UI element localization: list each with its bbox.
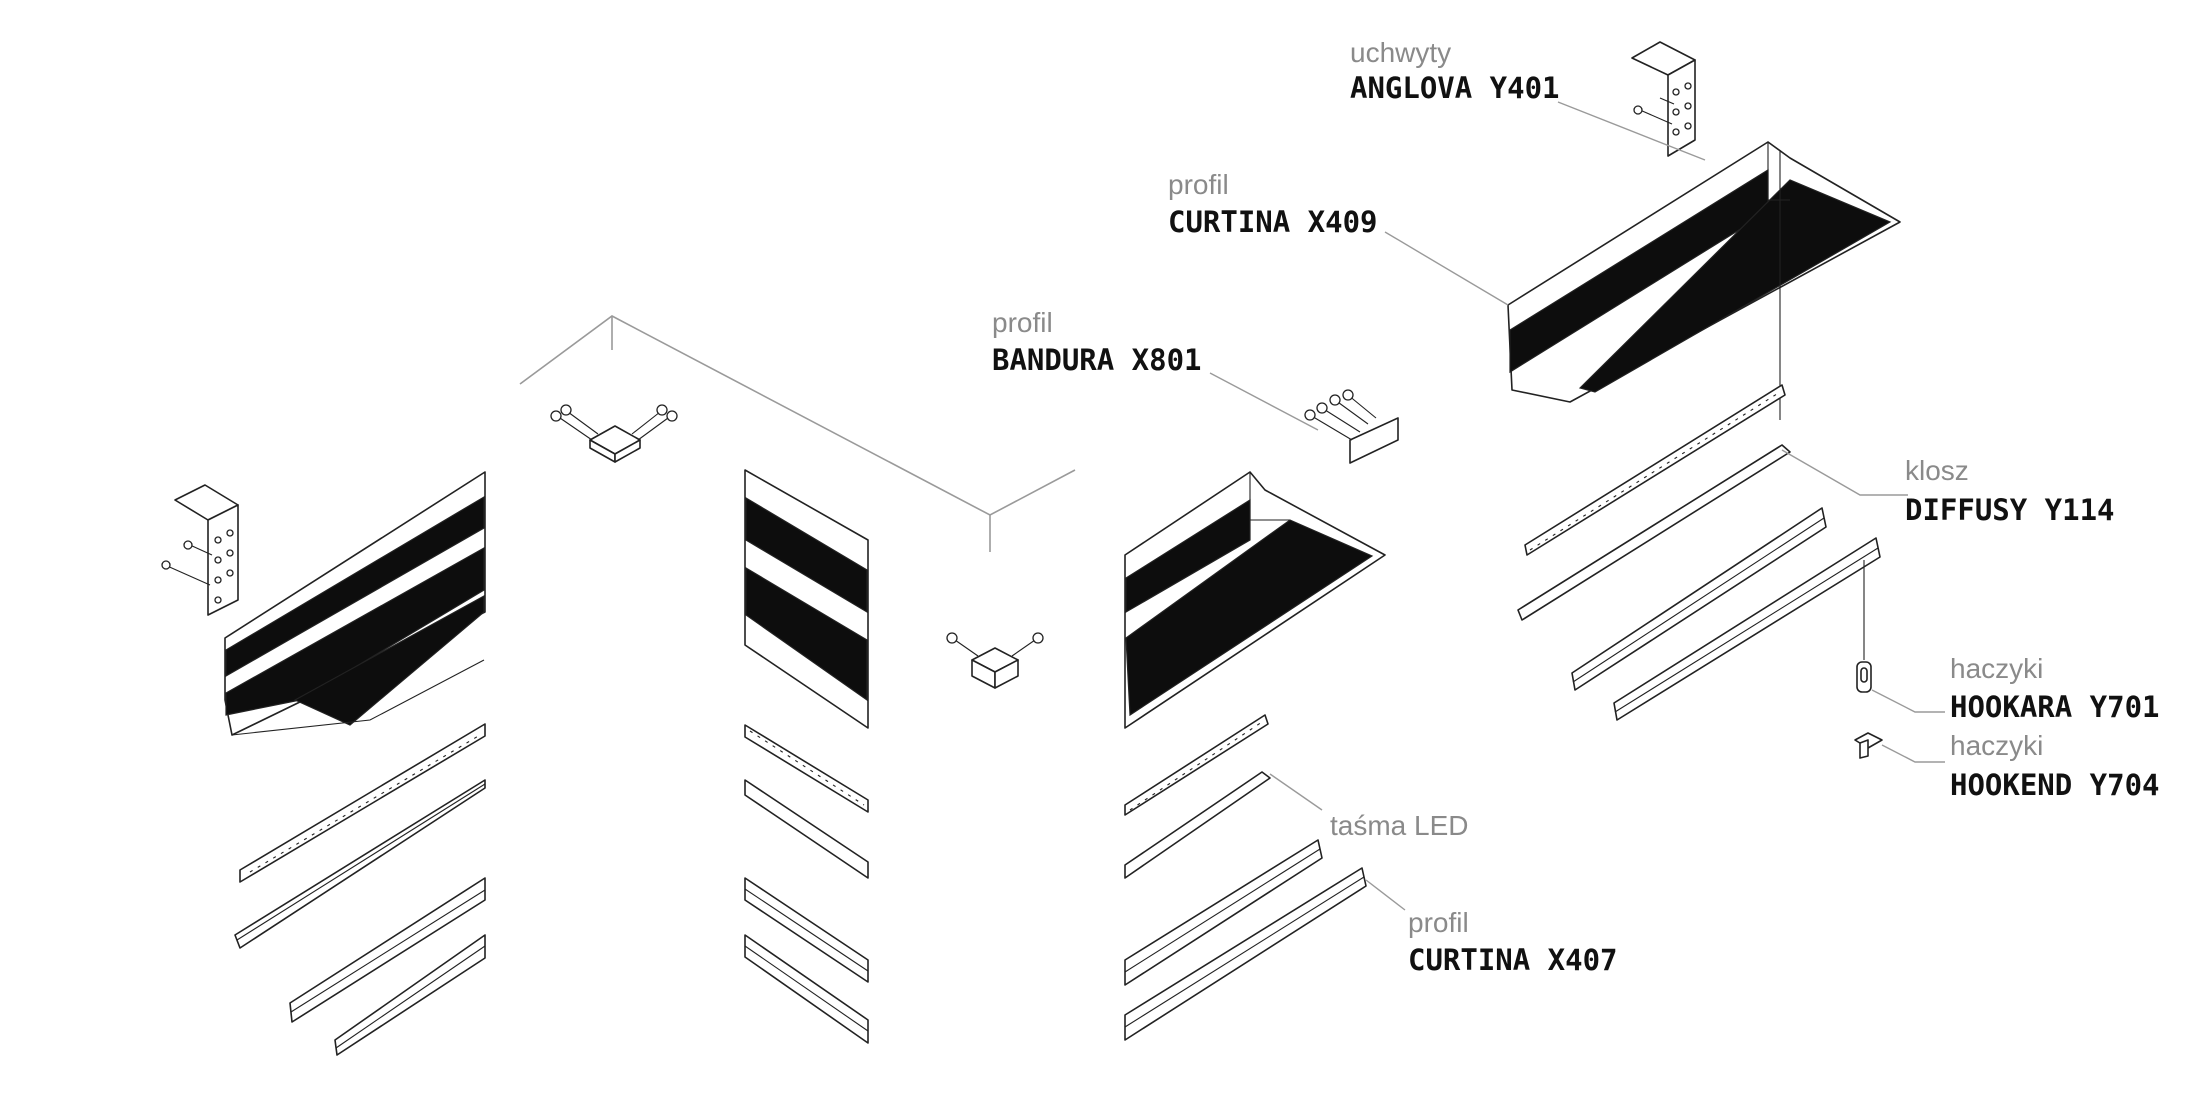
led-strip-right-middle [1124, 714, 1269, 816]
label-anglova-category: uchwyty [1350, 37, 1451, 68]
left-assembly [161, 471, 486, 1056]
label-hookend-category: haczyki [1950, 730, 2043, 761]
label-diffusy-code: DIFFUSY Y114 [1905, 493, 2115, 527]
label-hookend: haczyki HOOKEND Y704 [1950, 730, 2160, 802]
diffuser-left [234, 779, 486, 949]
rails-right [1571, 507, 1881, 721]
right-exploded-assembly [1507, 41, 1901, 759]
profile-left [224, 471, 486, 736]
mounting-bracket-left [161, 484, 239, 616]
room-outline [519, 315, 1076, 552]
diffuser-middle [744, 779, 869, 879]
diffuser-right [1517, 444, 1791, 621]
label-diffusy-category: klosz [1905, 455, 1969, 486]
label-bandura: profil BANDURA X801 [992, 307, 1202, 377]
label-anglova: uchwyty ANGLOVA Y401 [1350, 37, 1560, 105]
label-hookend-code: HOOKEND Y704 [1950, 768, 2160, 802]
profile-right [1507, 141, 1901, 420]
label-curtina-x407-category: profil [1408, 907, 1469, 938]
profile-right-middle [1124, 471, 1386, 729]
label-curtina-x409-category: profil [1168, 169, 1229, 200]
middle-assembly [744, 469, 869, 1044]
diffuser-right-middle [1124, 771, 1271, 879]
label-led: taśma LED [1330, 810, 1469, 841]
led-strip-middle [744, 724, 869, 813]
label-curtina-x409-code: CURTINA X409 [1168, 205, 1378, 239]
label-curtina-x409: profil CURTINA X409 [1168, 169, 1378, 239]
label-diffusy: klosz DIFFUSY Y114 [1905, 455, 2115, 527]
rails-left [289, 877, 486, 1056]
profile-middle [744, 469, 869, 729]
label-bandura-code: BANDURA X801 [992, 343, 1202, 377]
label-led-category: taśma LED [1330, 810, 1469, 841]
label-curtina-x407-code: CURTINA X407 [1408, 943, 1618, 977]
hook-hookara [1856, 560, 1872, 693]
end-caps [1304, 389, 1399, 464]
label-bandura-category: profil [992, 307, 1053, 338]
label-hookara-code: HOOKARA Y701 [1950, 690, 2160, 724]
led-strip-left [239, 723, 486, 883]
led-strip-right [1524, 384, 1786, 556]
corner-connector-top [550, 404, 678, 463]
mounting-bracket-right [1631, 41, 1696, 157]
hook-hookend [1854, 732, 1883, 759]
right-middle-assembly [1124, 389, 1399, 1041]
rails-right-middle [1124, 839, 1367, 1041]
label-hookara: haczyki HOOKARA Y701 [1950, 653, 2160, 724]
leader-lines [1209, 101, 1945, 911]
label-curtina-x407: profil CURTINA X407 [1408, 907, 1618, 977]
label-anglova-code: ANGLOVA Y401 [1350, 71, 1560, 105]
rails-middle [744, 877, 869, 1044]
label-hookara-category: haczyki [1950, 653, 2043, 684]
corner-connector-middle [946, 632, 1044, 689]
